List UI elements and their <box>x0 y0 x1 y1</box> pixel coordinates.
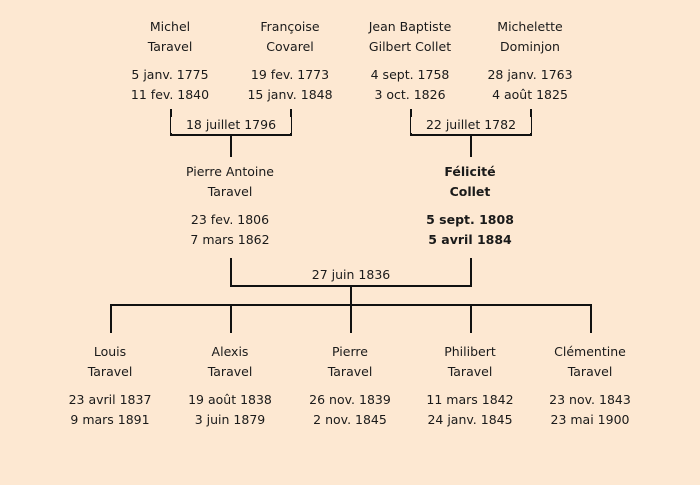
connector-line <box>470 134 472 157</box>
person-first-name: Michel <box>149 19 191 34</box>
person-birth-date: 23 avril 1837 <box>68 392 152 407</box>
person-first-name: Jean Baptiste <box>368 19 452 34</box>
person-death-date: 2 nov. 1845 <box>313 412 387 427</box>
person-last-name: Gilbert Collet <box>368 39 452 54</box>
person-birth-date: 5 janv. 1775 <box>131 67 209 82</box>
person-birth-date: 19 fev. 1773 <box>250 67 330 82</box>
person-last-name: Dominjon <box>500 39 560 54</box>
person-birth-date: 11 mars 1842 <box>426 392 514 407</box>
person-death-date: 23 mai 1900 <box>550 412 630 427</box>
person-birth-date: 26 nov. 1839 <box>309 392 391 407</box>
person-first-name: Michelette <box>497 19 563 34</box>
person-death-date: 3 oct. 1826 <box>374 87 446 102</box>
connector-line <box>110 304 112 333</box>
person-last-name: Taravel <box>327 364 373 379</box>
marriage-date: 22 juillet 1782 <box>411 117 531 133</box>
person-last-name: Taravel <box>567 364 613 379</box>
person-death-date: 7 mars 1862 <box>190 232 270 247</box>
connector-line <box>230 258 232 287</box>
person-death-date: 24 janv. 1845 <box>427 412 513 427</box>
person-michel-taravel: Michel Taravel 5 janv. 1775 11 fev. 1840 <box>110 17 230 105</box>
person-birth-date: 4 sept. 1758 <box>370 67 450 82</box>
person-birth-date: 19 août 1838 <box>188 392 272 407</box>
person-birth-date: 5 sept. 1808 <box>426 212 514 227</box>
person-last-name: Taravel <box>207 184 253 199</box>
person-louis-taravel: Louis Taravel 23 avril 1837 9 mars 1891 <box>50 342 170 430</box>
person-death-date: 9 mars 1891 <box>70 412 150 427</box>
person-last-name: Taravel <box>447 364 493 379</box>
person-michelette-dominjon: Michelette Dominjon 28 janv. 1763 4 août… <box>470 17 590 105</box>
person-death-date: 11 fev. 1840 <box>130 87 210 102</box>
marriage-date: 27 juin 1836 <box>291 267 411 283</box>
person-last-name: Taravel <box>147 39 193 54</box>
person-last-name: Collet <box>449 184 491 199</box>
connector-line <box>350 285 352 305</box>
person-first-name: Louis <box>93 344 127 359</box>
person-birth-date: 28 janv. 1763 <box>487 67 573 82</box>
person-jean-baptiste-gilbert-collet: Jean Baptiste Gilbert Collet 4 sept. 175… <box>350 17 470 105</box>
person-first-name: Françoise <box>260 19 320 34</box>
person-pierre-taravel: Pierre Taravel 26 nov. 1839 2 nov. 1845 <box>290 342 410 430</box>
person-philibert-taravel: Philibert Taravel 11 mars 1842 24 janv. … <box>410 342 530 430</box>
person-birth-date: 23 nov. 1843 <box>549 392 631 407</box>
connector-line <box>470 258 472 287</box>
connector-line <box>530 109 532 136</box>
connector-line <box>230 304 232 333</box>
person-first-name: Alexis <box>211 344 249 359</box>
person-pierre-antoine-taravel: Pierre Antoine Taravel 23 fev. 1806 7 ma… <box>170 162 290 250</box>
person-first-name: Félicité <box>444 164 496 179</box>
connector-line <box>230 134 232 157</box>
person-first-name: Pierre <box>332 344 368 359</box>
connector-line <box>470 304 472 333</box>
person-death-date: 4 août 1825 <box>492 87 568 102</box>
person-last-name: Taravel <box>87 364 133 379</box>
person-last-name: Covarel <box>266 39 314 54</box>
person-last-name: Taravel <box>207 364 253 379</box>
connector-line <box>350 304 352 333</box>
person-alexis-taravel: Alexis Taravel 19 août 1838 3 juin 1879 <box>170 342 290 430</box>
person-clementine-taravel: Clémentine Taravel 23 nov. 1843 23 mai 1… <box>530 342 650 430</box>
connector-line <box>290 109 292 136</box>
person-francoise-covarel: Françoise Covarel 19 fev. 1773 15 janv. … <box>230 17 350 105</box>
marriage-date: 18 juillet 1796 <box>171 117 291 133</box>
person-first-name: Philibert <box>444 344 496 359</box>
person-death-date: 5 avril 1884 <box>428 232 512 247</box>
person-felicite-collet: Félicité Collet 5 sept. 1808 5 avril 188… <box>410 162 530 250</box>
connector-line <box>590 304 592 333</box>
person-birth-date: 23 fev. 1806 <box>190 212 270 227</box>
person-death-date: 3 juin 1879 <box>194 412 266 427</box>
person-first-name: Pierre Antoine <box>186 164 274 179</box>
person-first-name: Clémentine <box>554 344 626 359</box>
person-death-date: 15 janv. 1848 <box>247 87 333 102</box>
